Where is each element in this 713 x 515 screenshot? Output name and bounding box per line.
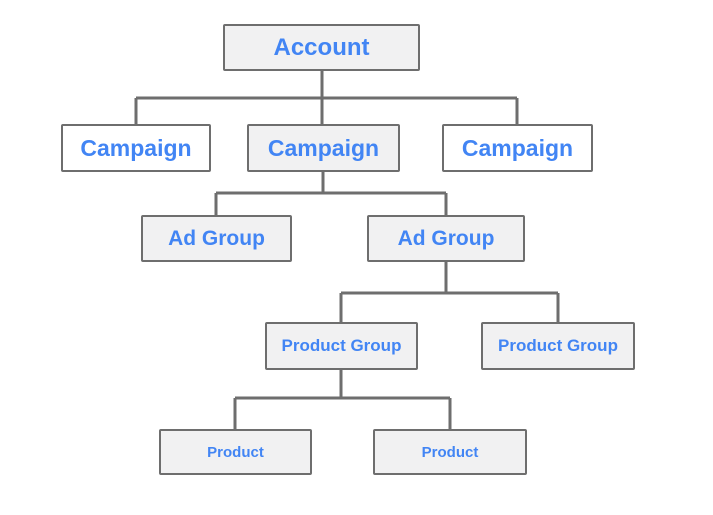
edge-account-to-campaigns [134,71,519,124]
node-product-right-label: Product [421,443,479,461]
node-productgroup-right: Product Group [481,322,635,370]
node-campaign-right-label: Campaign [461,134,574,161]
node-adgroup-right: Ad Group [367,215,525,262]
node-adgroup-left-label: Ad Group [168,226,265,250]
node-campaign-left: Campaign [61,124,211,172]
node-account: Account [223,24,420,71]
node-productgroup-left: Product Group [265,322,418,370]
node-productgroup-left-label: Product Group [281,336,402,355]
node-campaign-center: Campaign [247,124,400,172]
node-adgroup-left: Ad Group [141,215,292,262]
node-productgroup-right-label: Product Group [498,336,618,355]
node-campaign-right: Campaign [442,124,593,172]
edge-campaign-to-adgroups [214,172,448,215]
edge-adgroup-to-productgroups [339,262,560,322]
node-account-label: Account [273,33,370,61]
node-product-left-label: Product [207,443,264,461]
node-product-left: Product [159,429,312,475]
node-campaign-left-label: Campaign [80,134,192,161]
edge-productgroup-to-products [233,370,452,429]
node-adgroup-right-label: Ad Group [397,226,495,250]
node-campaign-center-label: Campaign [267,134,380,161]
node-product-right: Product [373,429,527,475]
